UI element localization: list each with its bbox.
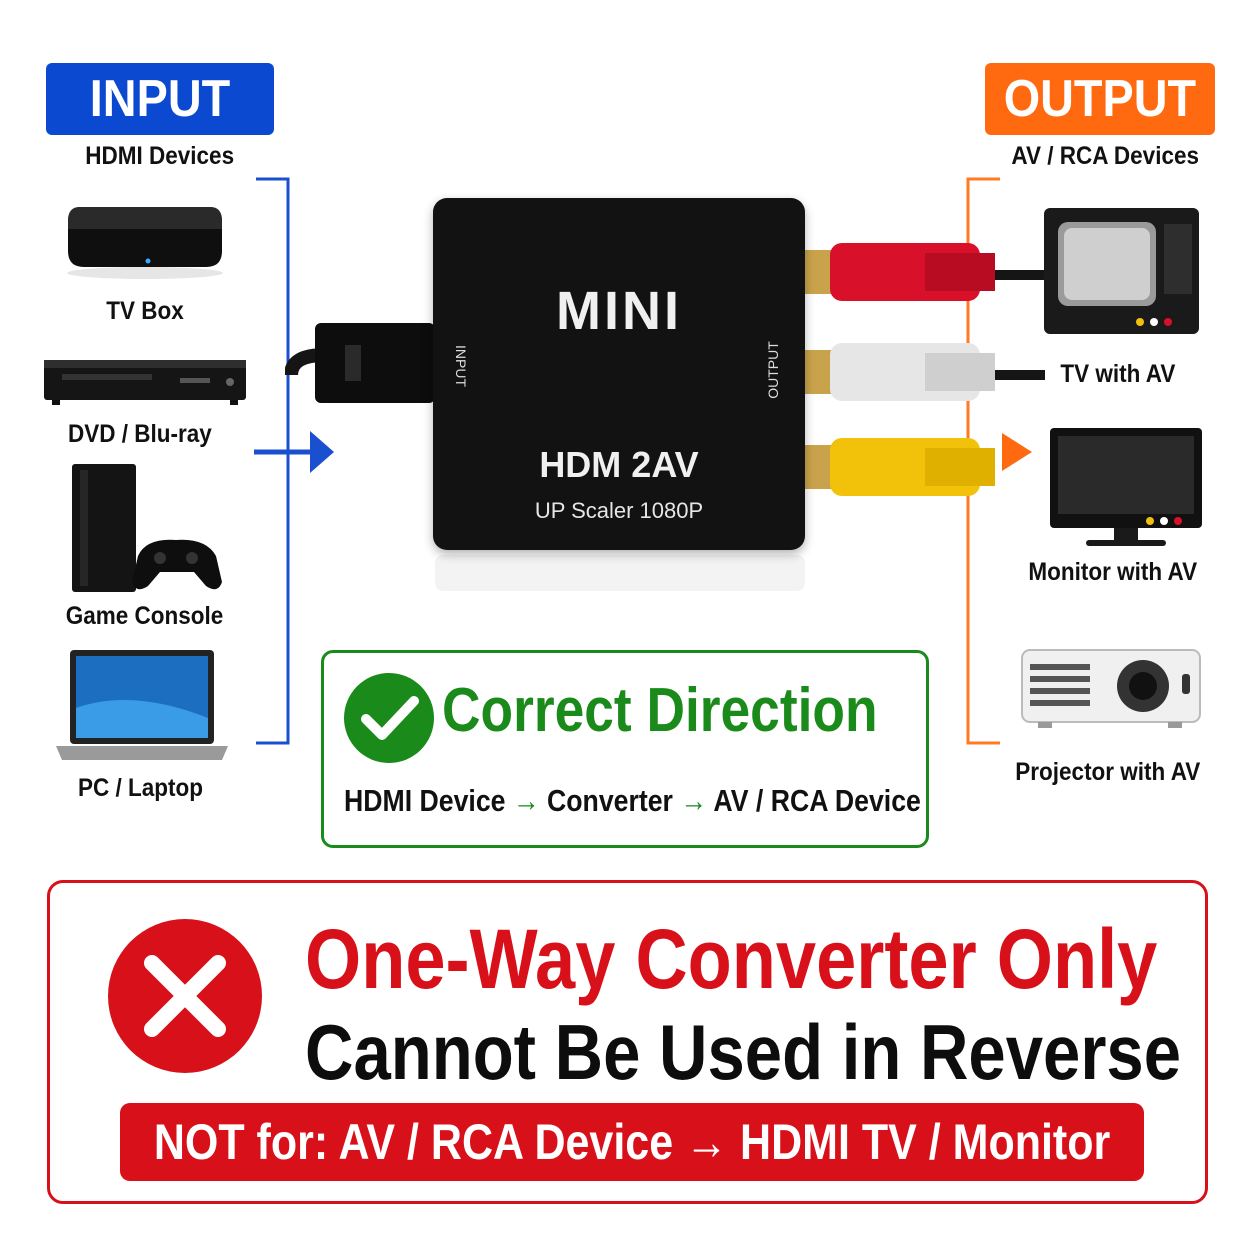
device-label-tv-box: TV Box: [106, 297, 184, 325]
input-badge-label: INPUT: [89, 70, 231, 128]
projector-icon: [1021, 649, 1201, 728]
converter-input-port-label: INPUT: [453, 345, 469, 387]
device-projector: [1018, 644, 1203, 734]
output-badge-label: OUTPUT: [1003, 70, 1197, 128]
crt-tv-icon: [1044, 208, 1199, 334]
input-subtitle: HDMI Devices: [85, 142, 235, 170]
converter-brand: MINI: [556, 281, 682, 341]
correct-direction-title: Correct Direction: [442, 676, 878, 745]
device-label-projector: Projector with AV: [1014, 758, 1201, 786]
device-tv-box: [60, 195, 230, 285]
device-crt-tv: [1040, 204, 1205, 344]
correct-direction-flow: HDMI Device → Converter → AV / RCA Devic…: [344, 783, 921, 819]
device-laptop: [52, 648, 232, 766]
input-badge: INPUT: [46, 63, 274, 135]
converter-model: HDM 2AV: [539, 444, 699, 485]
correct-direction-box: Correct Direction HDMI Device → Converte…: [321, 650, 929, 848]
not-for-prefix: NOT for: AV / RCA Device: [153, 1114, 674, 1170]
game-console-icon: [72, 464, 222, 592]
flow-arrow-icon: →: [512, 783, 548, 818]
rca-red: [805, 243, 1045, 301]
monitor-icon: [1050, 428, 1202, 546]
device-monitor: [1046, 426, 1206, 551]
x-circle-icon: [108, 919, 262, 1073]
device-label-game-console: Game Console: [66, 602, 224, 630]
warning-title: One-Way Converter Only: [305, 912, 1158, 1006]
rca-white: [805, 343, 1045, 401]
warning-subtitle: Cannot Be Used in Reverse: [305, 1008, 1182, 1096]
output-badge: OUTPUT: [985, 63, 1215, 135]
rca-yellow: [805, 438, 995, 496]
dvd-player-icon: [44, 360, 246, 405]
output-subtitle: AV / RCA Devices: [1011, 142, 1199, 170]
check-circle-icon: [344, 673, 434, 763]
device-label-laptop: PC / Laptop: [77, 774, 203, 802]
device-game-console: [66, 462, 226, 597]
converter-cables: [285, 243, 1045, 591]
device-label-monitor: Monitor with AV: [1028, 558, 1197, 586]
converter-box: MINI INPUT OUTPUT HDM 2AV UP Scaler 1080…: [433, 198, 805, 550]
warning-box: One-Way Converter Only Cannot Be Used in…: [47, 880, 1208, 1204]
laptop-icon: [56, 650, 228, 760]
flow-step-hdmi-device: HDMI Device: [344, 783, 506, 818]
not-for-banner: NOT for: AV / RCA Device → HDMI TV / Mon…: [120, 1103, 1144, 1181]
converter-spec: UP Scaler 1080P: [534, 498, 704, 523]
arrow-right-icon: →: [685, 1114, 740, 1170]
converter-output-port-label: OUTPUT: [765, 341, 781, 399]
device-label-crt-tv: TV with AV: [1059, 360, 1176, 388]
flow-step-converter: Converter: [547, 783, 673, 818]
input-bracket: [254, 177, 334, 745]
device-dvd: [40, 352, 250, 412]
not-for-suffix: HDMI TV / Monitor: [739, 1114, 1111, 1170]
flow-arrow-icon: →: [680, 783, 714, 818]
tv-box-icon: [67, 207, 223, 279]
flow-step-av-device: AV / RCA Device: [713, 783, 921, 818]
device-label-dvd: DVD / Blu-ray: [68, 420, 212, 448]
